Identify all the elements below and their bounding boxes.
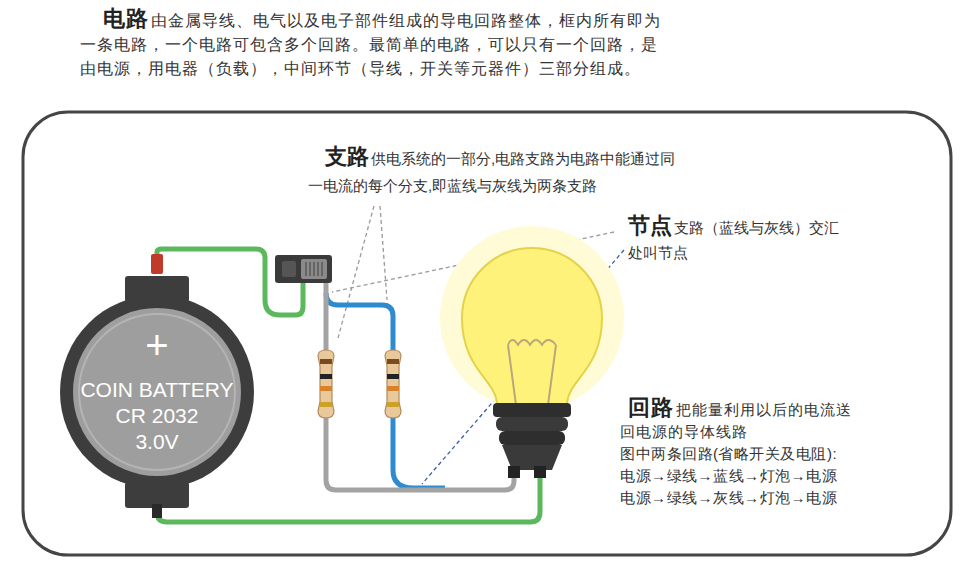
bulb-filament xyxy=(508,340,556,345)
grey-wire xyxy=(324,282,329,352)
battery-terminal xyxy=(151,254,163,274)
battery-label: COIN BATTERY xyxy=(72,377,242,403)
bulb-filament xyxy=(508,345,556,405)
resistor-band xyxy=(387,359,399,364)
text-group: 电路由金属导线、电气以及电子部件组成的导电回路整体，框内所有即为一条电路，一个电… xyxy=(80,8,670,81)
resistor-symbol xyxy=(385,350,401,418)
bulb-base xyxy=(499,431,565,445)
resistor-body xyxy=(318,350,334,418)
coin-battery xyxy=(73,308,241,476)
bulb-base xyxy=(496,417,568,431)
resistor-body xyxy=(385,350,401,418)
switch-slider xyxy=(301,259,327,279)
text-group: 节点支路（蓝线与灰线）交汇处叫节点 xyxy=(628,215,850,265)
resistor-band xyxy=(387,386,399,391)
polarity-mark: + xyxy=(72,325,242,365)
blue-wire xyxy=(393,415,445,488)
circuit-frame xyxy=(23,112,951,555)
resistor-band xyxy=(320,402,332,407)
blue-wire xyxy=(326,293,393,352)
text-group: 回路把能量利用以后的电流送回电源的导体线路图中两条回路(省略开关及电阻):电源→… xyxy=(620,397,856,509)
switch-ridges xyxy=(306,262,322,276)
resistor-symbol xyxy=(318,350,334,418)
grey-wire xyxy=(326,415,514,490)
battery-label: 3.0V xyxy=(72,429,242,455)
bulb-terminal xyxy=(508,466,520,478)
bulb-glass xyxy=(462,248,602,405)
callout-text: 图中两条回路(省略开关及电阻): xyxy=(620,443,856,465)
resistor-band xyxy=(320,374,332,379)
bulb-base xyxy=(493,403,571,417)
description-text: 由金属导线、电气以及电子部件组成的导电回路整体，框内所有即为一条电路，一个电路可… xyxy=(80,12,661,77)
leader-line xyxy=(338,206,374,338)
battery-holder xyxy=(60,295,254,489)
battery-node: + COIN BATTERYCR 20323.0V xyxy=(72,305,242,480)
callout-heading: 支路 xyxy=(325,144,369,169)
battery-terminal xyxy=(152,504,162,518)
callout-heading: 回路 xyxy=(628,395,674,420)
switch-body xyxy=(275,255,332,283)
resistor-band xyxy=(320,386,332,391)
battery-label: CR 2032 xyxy=(72,403,242,429)
switch-slot xyxy=(282,261,296,277)
resistor-band xyxy=(320,359,332,364)
bulb-terminal xyxy=(534,466,546,478)
bulb-glow xyxy=(440,226,624,410)
callout-heading: 节点 xyxy=(628,213,672,238)
leader-line xyxy=(380,206,387,300)
green-wire xyxy=(157,478,540,522)
heading-text: 电路 xyxy=(103,6,149,31)
loop-path: 电源→绿线→灰线→灯泡→电源 xyxy=(620,487,856,509)
resistor-band xyxy=(387,402,399,407)
loop-path: 电源→绿线→蓝线→灯泡→电源 xyxy=(620,465,856,487)
resistor-band xyxy=(387,374,399,379)
text-group: 支路供电系统的一部分,电路支路为电路中能通过同一电流的每个分支,即蓝线与灰线为两… xyxy=(308,145,678,199)
